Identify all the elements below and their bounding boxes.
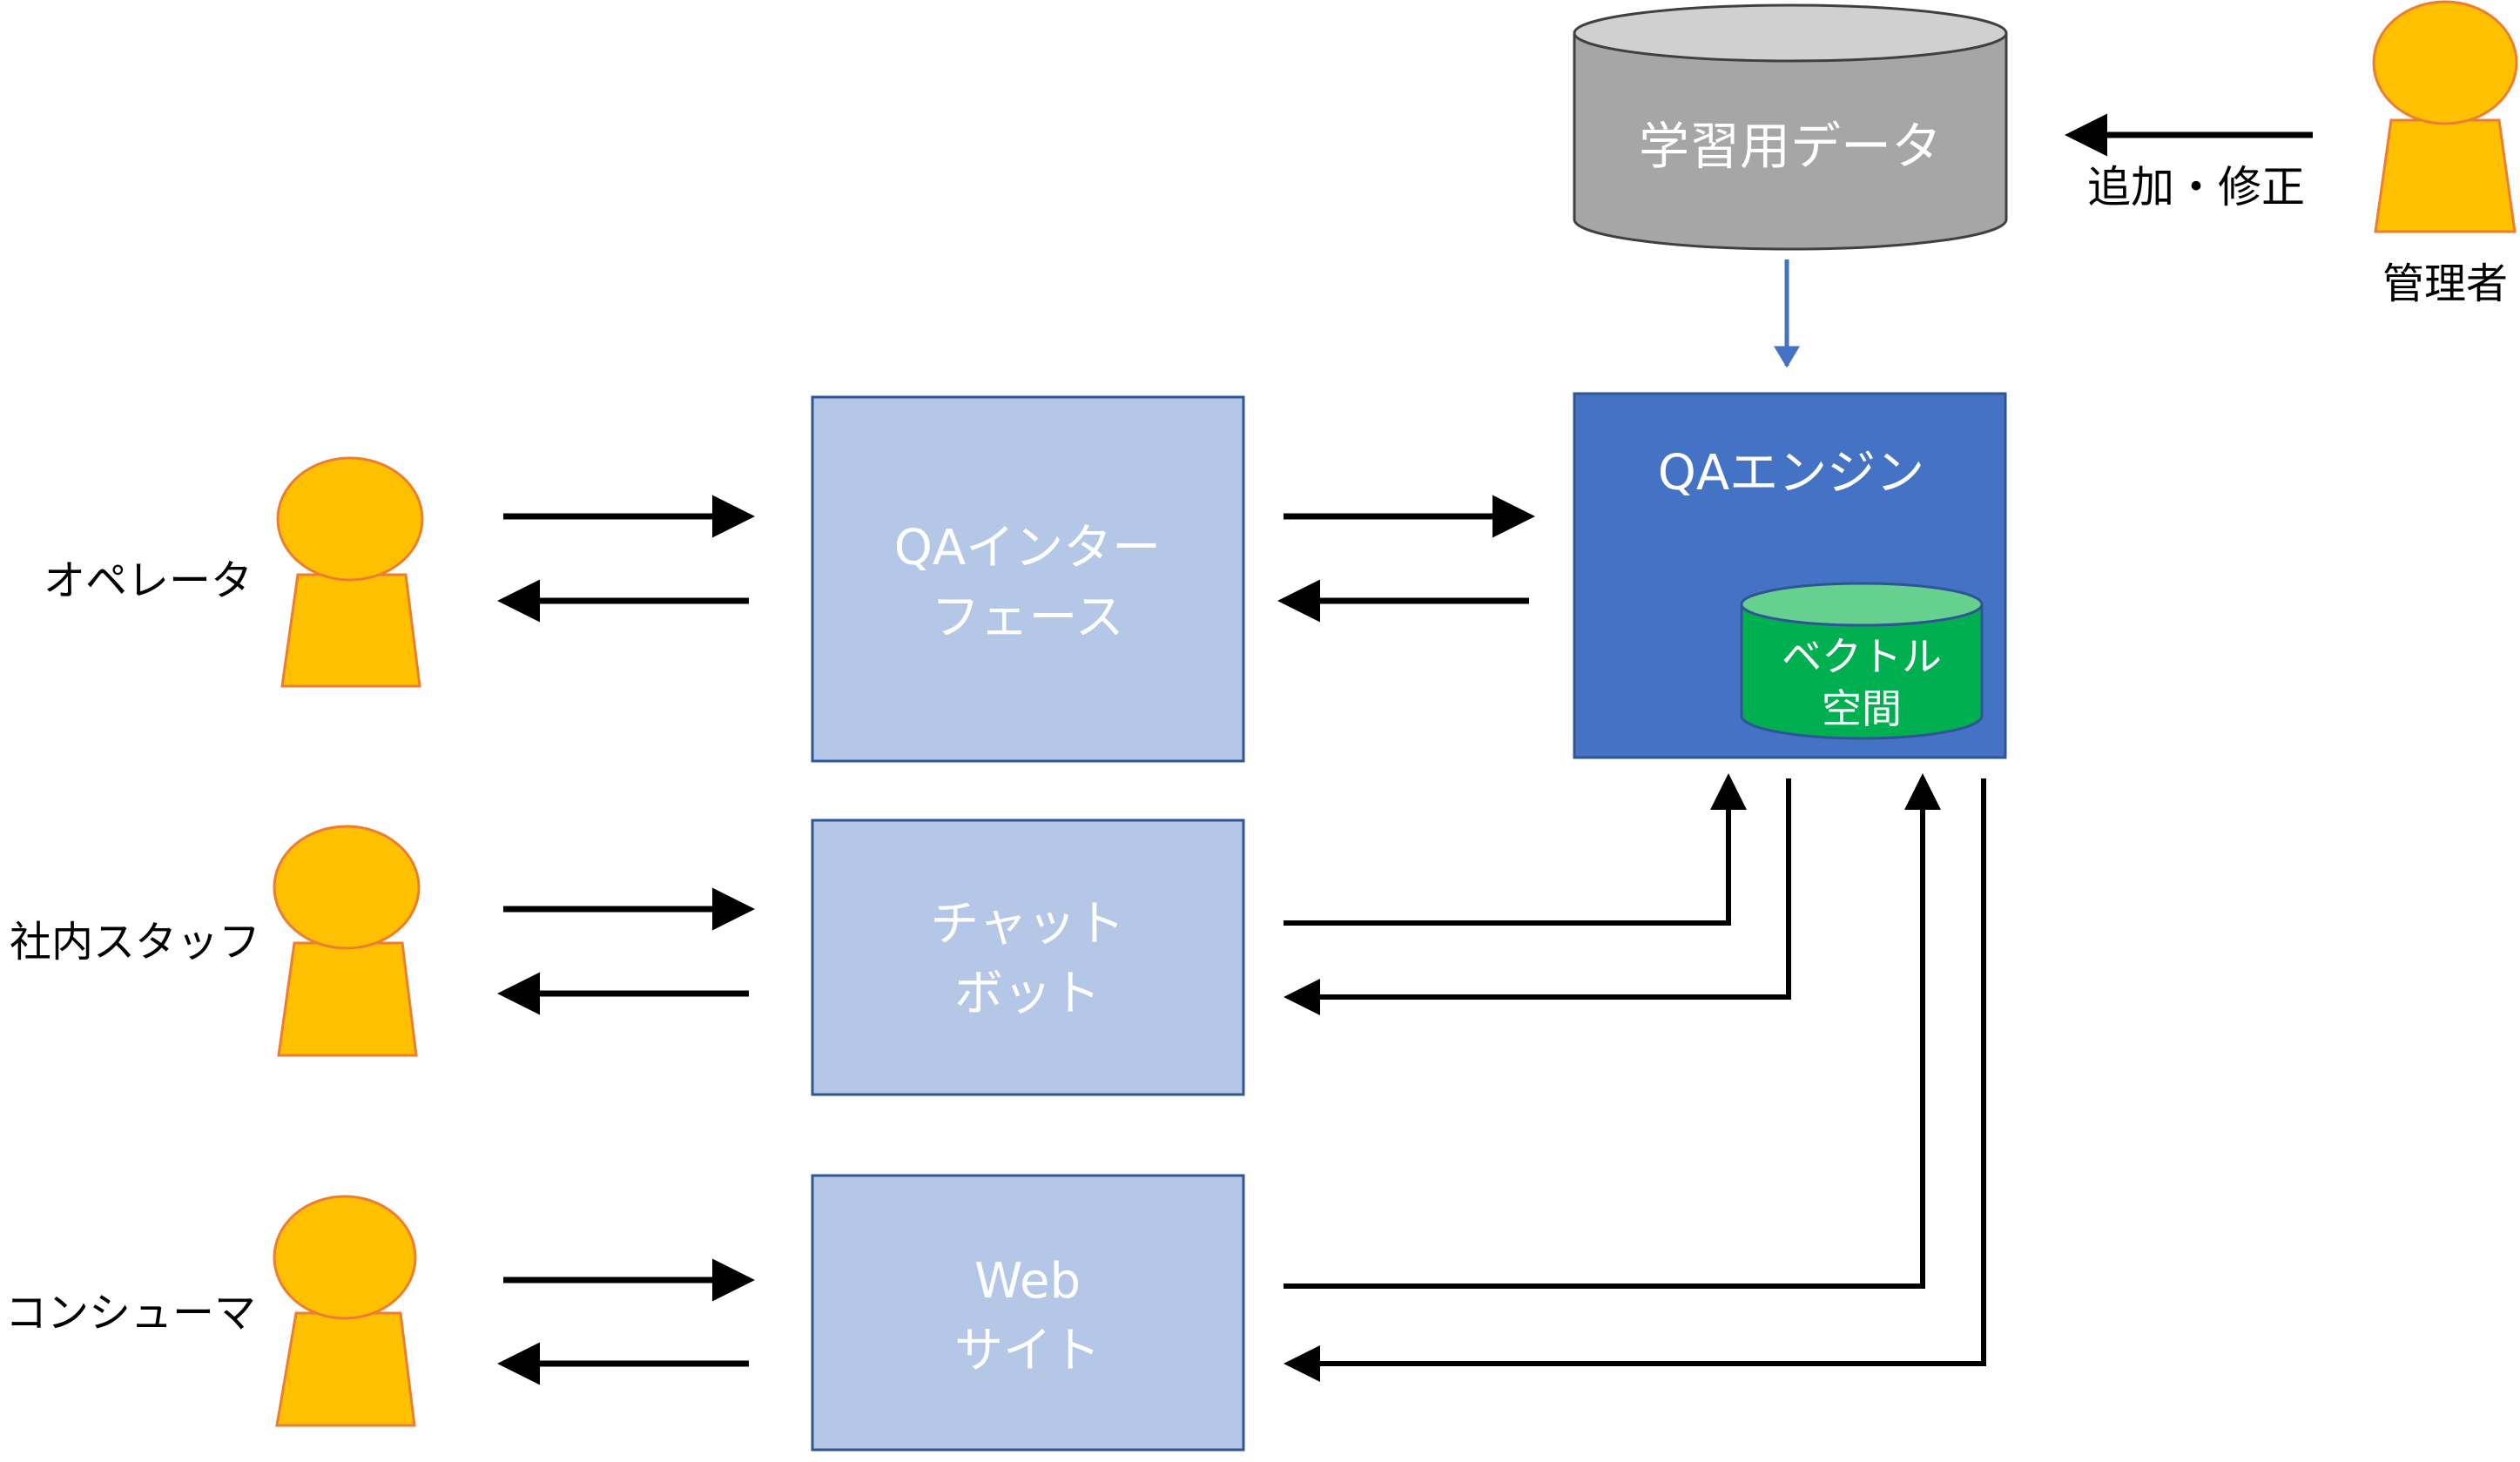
website-box: Web サイト [811, 1174, 1245, 1452]
chatbot-box: チャット ボット [811, 819, 1245, 1096]
qa-interface-label-line1: QAインター [894, 520, 1161, 576]
person-staff-icon [273, 825, 421, 1057]
staff-arrows [497, 887, 755, 1015]
website-label-line1: Web [974, 1253, 1081, 1310]
actor-label-operator: オペレータ [44, 556, 253, 605]
actor-label-consumer: コンシューマ [5, 1289, 256, 1337]
person-consumer-icon [273, 1195, 417, 1427]
qa-interface-label-line2: フェース [931, 590, 1123, 646]
vector-space-label-line2: 空間 [1822, 685, 1902, 732]
vector-space-cylinder: ベクトル 空間 [1740, 582, 1984, 740]
website-label-line2: サイト [954, 1323, 1101, 1379]
person-operator-icon [276, 456, 424, 688]
chatbot-label-line2: ボット [954, 966, 1101, 1022]
chatbot-label-line1: チャット [930, 896, 1124, 953]
consumer-arrows [497, 1258, 755, 1385]
actor-label-staff: 社内スタッフ [10, 918, 260, 967]
qa-engine-title: QAエンジン [1658, 445, 1924, 502]
person-admin-icon [2372, 0, 2518, 233]
actor-label-admin: 管理者 [2382, 259, 2508, 308]
training-data-cylinder: 学習用データ [1573, 3, 2008, 251]
website-engine-arrows [1284, 773, 1986, 1382]
admin-action-label: 追加・修正 [2087, 162, 2305, 212]
qa-interface-box: QAインター フェース [811, 395, 1245, 763]
operator-arrows [497, 495, 755, 623]
training-data-label: 学習用データ [1639, 117, 1942, 176]
chatbot-engine-arrows [1284, 773, 1791, 1015]
qa-interface-engine-arrows [1277, 495, 1535, 623]
vector-space-label-line1: ベクトル [1782, 633, 1942, 680]
